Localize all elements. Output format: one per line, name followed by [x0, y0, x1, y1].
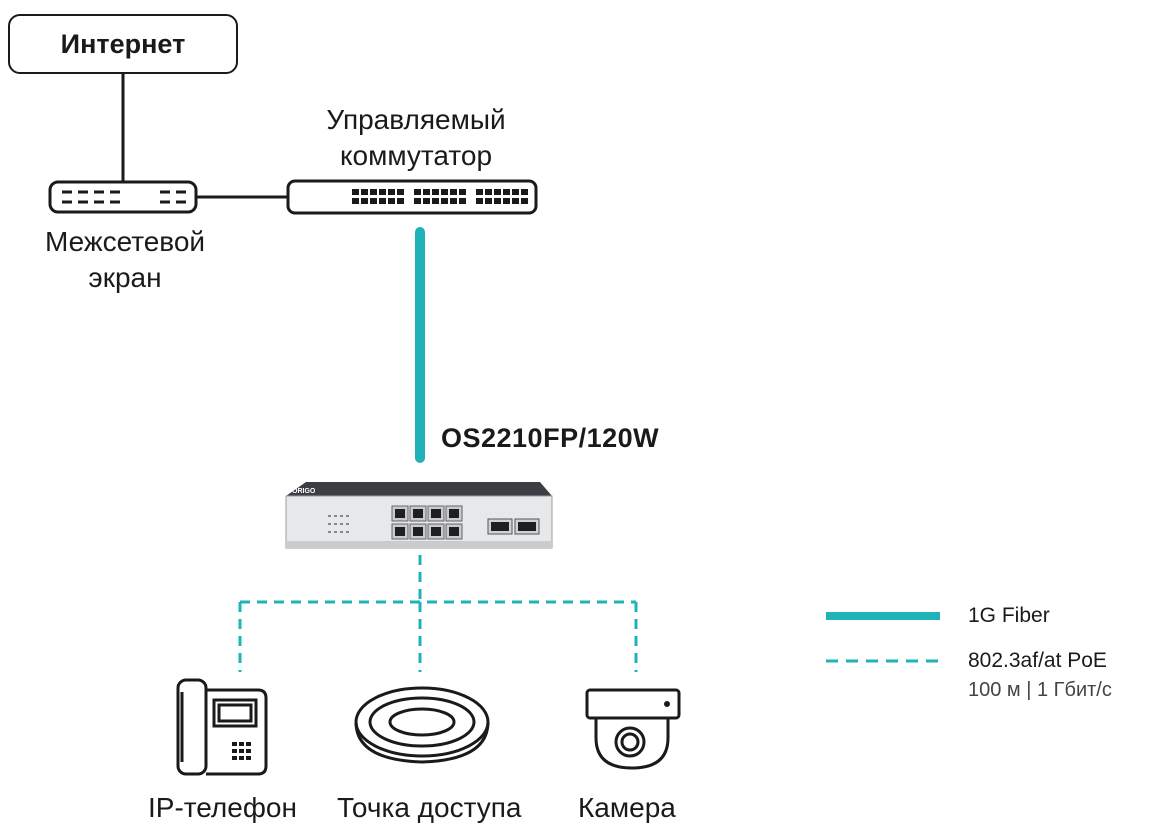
switch-port [352, 198, 359, 204]
switch-port [432, 189, 439, 195]
switch-port [414, 189, 421, 195]
switch-port [459, 198, 466, 204]
switch-port [423, 189, 430, 195]
firewall-icon [48, 180, 198, 214]
firewall-label-line2: экран [88, 262, 162, 293]
legend-poe-spec: 100 м | 1 Гбит/с [968, 679, 1112, 701]
poe-switch-model-label: OS2210FP/120W [441, 423, 660, 453]
switch-port [476, 198, 483, 204]
switch-port [450, 189, 457, 195]
switch-port [352, 189, 359, 195]
switch-port [361, 198, 368, 204]
firewall-label: Межсетевой экран [10, 224, 240, 296]
poe-port-socket [413, 527, 423, 536]
switch-port [397, 198, 404, 204]
legend-poe-label: 802.3af/at PoE [968, 649, 1107, 672]
poe-port-socket [413, 509, 423, 518]
switch-port [512, 198, 519, 204]
poe-port-socket [449, 509, 459, 518]
switch-port [388, 198, 395, 204]
managed-switch-label-line2: коммутатор [339, 140, 493, 171]
managed-switch-label-line1: Управляемый [326, 104, 506, 135]
switch-port [370, 198, 377, 204]
switch-port [361, 189, 368, 195]
poe-port-socket [431, 527, 441, 536]
switch-port [494, 198, 501, 204]
switch-port [503, 198, 510, 204]
switch-port [450, 198, 457, 204]
poe-port-socket [449, 527, 459, 536]
legend-fiber-label: 1G Fiber [968, 604, 1050, 627]
managed-switch-icon [286, 179, 538, 215]
ip-phone-icon [176, 678, 268, 776]
access-point-label: Точка доступа [337, 792, 522, 823]
switch-port [432, 198, 439, 204]
switch-port [521, 198, 528, 204]
dome-camera-icon [585, 688, 681, 770]
switch-port [503, 189, 510, 195]
ip-phone-label: IP-телефон [148, 792, 297, 823]
switch-port [512, 189, 519, 195]
switch-port [414, 198, 421, 204]
internet-label: Интернет [60, 28, 186, 59]
switch-port [521, 189, 528, 195]
switch-port [459, 189, 466, 195]
switch-port [485, 198, 492, 204]
switch-port [441, 198, 448, 204]
switch-port [476, 189, 483, 195]
internet-node: Интернет [8, 14, 238, 74]
managed-switch-label: Управляемый коммутатор [276, 102, 556, 174]
switch-port [494, 189, 501, 195]
switch-port [441, 189, 448, 195]
switch-port [485, 189, 492, 195]
camera-label: Камера [578, 792, 676, 823]
switch-port [370, 189, 377, 195]
poe-port-socket [431, 509, 441, 518]
svg-text:ORIGO: ORIGO [292, 488, 316, 495]
poe-links [238, 555, 638, 672]
switch-port [388, 189, 395, 195]
switch-port [423, 198, 430, 204]
firewall-label-line1: Межсетевой [44, 226, 206, 257]
poe-port-socket [395, 509, 405, 518]
switch-port [379, 189, 386, 195]
switch-port [397, 189, 404, 195]
access-point-icon [354, 686, 490, 764]
switch-port [379, 198, 386, 204]
poe-switch-icon: ORIGO [285, 482, 553, 549]
poe-port-socket [395, 527, 405, 536]
